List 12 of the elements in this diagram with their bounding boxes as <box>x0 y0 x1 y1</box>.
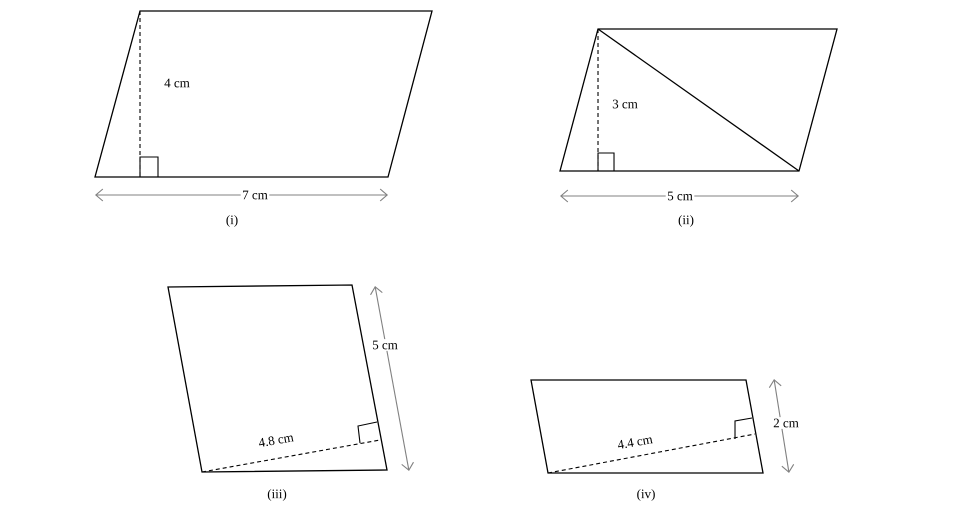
measurement-label: 7 cm <box>240 189 270 201</box>
figure-label: (iv) <box>637 489 655 501</box>
figure-label: (ii) <box>678 215 694 227</box>
measurement-label: 2 cm <box>772 417 800 429</box>
measurement-label: 4 cm <box>164 78 190 88</box>
figure-label: (iii) <box>268 489 286 501</box>
measurement-label: 5 cm <box>666 190 694 202</box>
figure-label: (i) <box>226 215 238 227</box>
measurement-label: 3 cm <box>612 100 638 108</box>
measurement-label: 4.8 cm <box>259 435 294 447</box>
measurement-label: 5 cm <box>370 339 400 351</box>
measurement-label: 4.4 cm <box>618 437 653 448</box>
